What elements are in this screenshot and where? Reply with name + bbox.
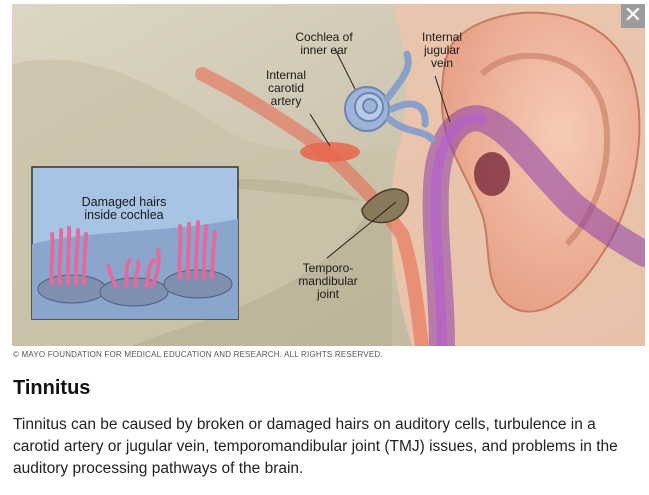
carotid-artery (195, 67, 429, 346)
tinnitus-illustration: ✕ Cochlea of inner ear Internal jugular … (12, 4, 645, 346)
article-title: Tinnitus (13, 377, 91, 399)
close-icon[interactable]: ✕ (621, 4, 645, 28)
label-carotid-artery: Internal carotid artery (265, 68, 307, 108)
anatomy-artwork (12, 4, 645, 346)
label-jugular-vein: Internal jugular vein (421, 30, 463, 70)
cochlea (344, 50, 436, 143)
tmj-joint (361, 188, 409, 224)
label-damaged-hairs: Damaged hairs inside cochlea (81, 195, 167, 222)
label-cochlea: Cochlea of inner ear (295, 30, 353, 57)
label-tmj: Temporo- mandibular joint (298, 261, 358, 301)
inset-cochlea-hairs (31, 166, 239, 320)
copyright-notice: © MAYO FOUNDATION FOR MEDICAL EDUCATION … (13, 350, 383, 359)
article-description: Tinnitus can be caused by broken or dama… (13, 416, 618, 477)
